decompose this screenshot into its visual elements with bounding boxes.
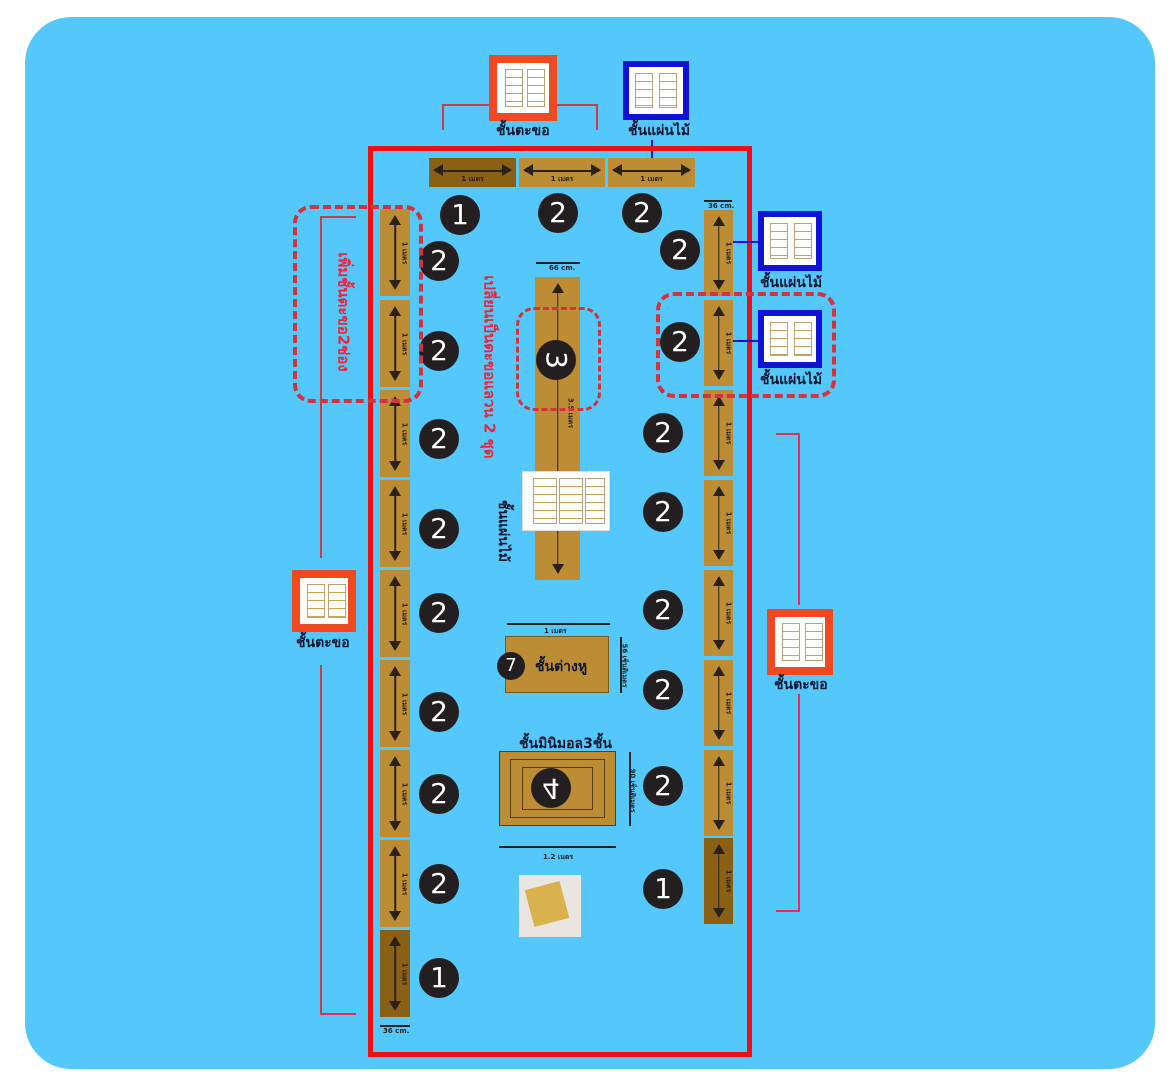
badge-left-7: 2 — [419, 774, 459, 814]
badge-right-3: 2 — [643, 413, 683, 453]
left-shelf-1: 1 เมตร — [380, 209, 410, 296]
hook-shelf-thumbnail-right — [767, 609, 833, 675]
badge-right-7: 2 — [643, 766, 683, 806]
add-hook-note: เพิ่มชั้นตะขอ2ช่อง — [334, 252, 353, 372]
badge-left-8: 2 — [419, 864, 459, 904]
badge-right-6: 2 — [643, 670, 683, 710]
hook-shelf-caption-left: ชั้นตะขอ — [296, 635, 350, 651]
top-shelf-1: 1 เมตร — [429, 158, 516, 187]
center-change-dashed-box — [516, 307, 601, 411]
left-shelf-6: 1 เมตร — [380, 660, 410, 747]
minimal-shelf-caption: ชั้นมินิมอล3ชั้น — [519, 736, 612, 752]
center-depth-dim — [536, 262, 580, 264]
badge-left-9: 1 — [419, 958, 459, 998]
center-shelf-photo — [522, 471, 610, 531]
badge-top-3: 2 — [622, 193, 662, 233]
badge-right-5: 2 — [643, 590, 683, 630]
badge-right-4: 2 — [643, 492, 683, 532]
hook-shelf-thumbnail-top — [489, 55, 557, 121]
wood-shelf-caption-top: ชั้นแผ่นไม้ — [628, 123, 691, 139]
right-shelf-6: 1 เมตร — [704, 660, 733, 746]
change-dashed-box-right — [656, 292, 836, 398]
minimal-shelf-photo — [519, 875, 581, 937]
badge-left-1: 2 — [419, 241, 459, 281]
left-shelf-7: 1 เมตร — [380, 750, 410, 837]
badge-left-2: 2 — [419, 331, 459, 371]
right-shelf-7: 1 เมตร — [704, 750, 733, 836]
right-shelf-4: 1 เมตร — [704, 480, 733, 566]
hook-shelf-caption-top: ชั้นตะขอ — [496, 123, 550, 139]
change-note: เปลี่ยนเป็นตะขอแลวน 2 ชุด — [480, 275, 499, 459]
badge-left-4: 2 — [419, 509, 459, 549]
hook-shelf-caption-right: ชั้นตะขอ — [774, 677, 828, 693]
left-bracket-lower — [320, 665, 356, 1015]
earring-width-label: 1 เมตร — [544, 627, 567, 635]
right-shelf-1: 1 เมตร — [704, 210, 733, 296]
badge-earring-7: 7 — [497, 652, 525, 680]
left-shelf-2: 1 เมตร — [380, 300, 410, 387]
room-outline — [368, 146, 752, 1057]
minimal-depth-label: 90 เซ็นติเมตร — [628, 768, 637, 813]
right-bracket-upper — [776, 433, 800, 605]
badge-right-2: 2 — [660, 322, 700, 362]
center-wood-caption: ชั้นแผ่นไม้ — [495, 499, 512, 563]
badge-center-3: 3 — [536, 340, 576, 380]
right-shelf-2: 1 เมตร — [704, 300, 733, 386]
earring-depth-dim — [620, 637, 622, 693]
badge-left-3: 2 — [419, 419, 459, 459]
add-hook-dashed-box — [293, 205, 423, 403]
right-shelf-8: 1 เมตร — [704, 838, 733, 924]
badge-left-6: 2 — [419, 692, 459, 732]
badge-right-1: 2 — [660, 230, 700, 270]
left-bracket-upper — [320, 216, 356, 558]
left-depth-dim — [380, 1025, 410, 1027]
badge-right-8: 1 — [643, 869, 683, 909]
right-shelf-3: 1 เมตร — [704, 390, 733, 476]
wood-shelf-thumbnail-right-2 — [758, 310, 822, 368]
center-depth-label: 66 cm. — [549, 264, 576, 272]
badge-top-1: 1 — [440, 195, 480, 235]
wood-shelf-caption-right-2: ชั้นแผ่นไม้ — [760, 372, 823, 388]
right-bracket-lower — [776, 694, 800, 912]
minimal-width-label: 1.2 เมตร — [543, 853, 574, 861]
top-shelf-3: 1 เมตร — [608, 158, 695, 187]
badge-minimal-4: 4 — [531, 768, 571, 808]
wood-shelf-caption-right-1: ชั้นแผ่นไม้ — [760, 275, 823, 291]
left-shelf-4: 1 เมตร — [380, 480, 410, 567]
wood-connector-right-1 — [733, 241, 759, 243]
left-depth-label: 36 cm. — [383, 1027, 410, 1035]
earring-width-dim — [507, 623, 610, 625]
badge-top-2: 2 — [538, 193, 578, 233]
right-depth-dim — [704, 200, 732, 202]
earring-shelf-caption: ชั้นต่างหู — [535, 659, 588, 675]
minimal-depth-dim — [629, 752, 631, 826]
wood-shelf-connector-top — [651, 140, 653, 162]
badge-left-5: 2 — [419, 593, 459, 633]
earring-depth-label: 56 เซ็นติเมตร — [620, 643, 629, 688]
wood-shelf-thumbnail-right-1 — [758, 211, 822, 271]
wood-shelf-thumbnail-top — [623, 61, 689, 120]
left-shelf-8: 1 เมตร — [380, 840, 410, 927]
left-shelf-9: 1 เมตร — [380, 930, 410, 1017]
right-shelf-5: 1 เมตร — [704, 570, 733, 656]
wood-connector-right-2 — [733, 340, 759, 342]
floor-plan-background — [25, 17, 1155, 1069]
left-shelf-3: 1 เมตร — [380, 390, 410, 477]
right-depth-label: 36 cm. — [708, 202, 735, 210]
hook-shelf-thumbnail-left — [292, 570, 356, 632]
minimal-width-dim — [499, 846, 616, 848]
top-shelf-2: 1 เมตร — [519, 158, 605, 187]
left-shelf-5: 1 เมตร — [380, 570, 410, 657]
